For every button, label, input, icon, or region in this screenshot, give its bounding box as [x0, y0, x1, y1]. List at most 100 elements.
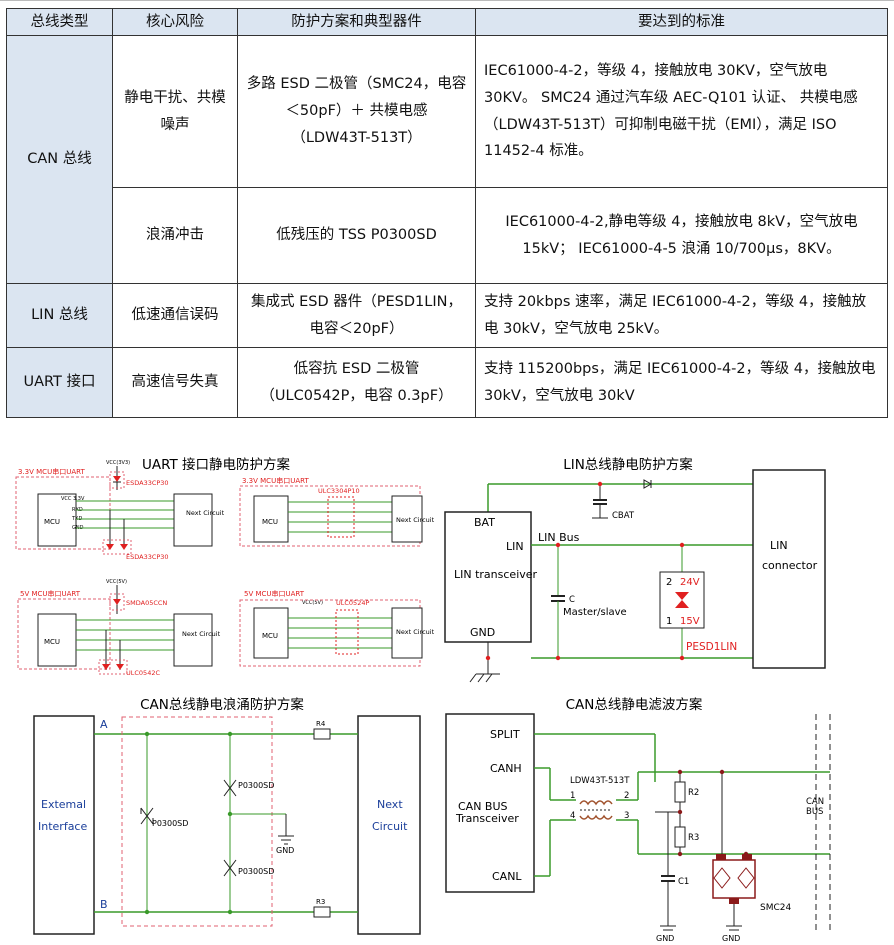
lin-pin-lin: LIN	[506, 540, 524, 553]
can-filter-r3: R3	[688, 833, 699, 843]
uart3-vcc: VCC(5V)	[106, 579, 127, 585]
can-filter-gnd1: GND	[656, 934, 674, 943]
uart-block-3: 5V MCU串口UART VCC(5V) SMDA05CCN MCU ULC05…	[17, 579, 221, 677]
cell-standard: 支持 115200bps，满足 IEC61000-4-2，等级 4，接触放电 3…	[475, 347, 888, 418]
can-surge-gnd: GND	[276, 846, 294, 855]
uart-block-4: 5V MCU串口UART VCC(5V) ULC0524P MCU Next C…	[239, 590, 435, 667]
can-surge-title: CAN总线静电浪涌防护方案	[140, 696, 304, 713]
lin-tvs-15v: 15V	[680, 616, 700, 627]
uart4-next: Next Circuit	[396, 628, 435, 636]
table-row: LIN 总线 低速通信误码 集成式 ESD 器件（PESD1LIN，电容＜20p…	[6, 283, 888, 348]
uart3-next: Next Circuit	[182, 630, 221, 638]
header-risk: 核心风险	[112, 8, 238, 36]
can-filter-gnd2: GND	[722, 934, 740, 943]
can-filter-smc24: SMC24	[760, 903, 791, 913]
uart-block-2: 3.3V MCU串口UART ULC3304P10 MCU Next Circu…	[239, 477, 435, 547]
uart1-header: 3.3V MCU串口UART	[18, 468, 85, 476]
circuit-diagrams: UART 接口静电防护方案 3.3V MCU串口UART VCC(3V3) ES…	[15, 456, 831, 943]
can-filter-p3: 3	[624, 811, 629, 821]
cell-bus-type-can: CAN 总线	[6, 35, 113, 284]
uart1-part2: ESDA33CP30	[126, 553, 169, 561]
can-surge-r3: R3	[316, 898, 325, 906]
protection-table: 总线类型 核心风险 防护方案和典型器件 要达到的标准 CAN 总线 静电干扰、共…	[6, 8, 888, 418]
cell-solution: 集成式 ESD 器件（PESD1LIN，电容＜20pF）	[237, 283, 476, 348]
uart4-header: 5V MCU串口UART	[244, 590, 305, 598]
cell-standard: IEC61000-4-2,静电等级 4，接触放电 8kV，空气放电 15kV； …	[475, 187, 888, 284]
lin-transceiver-label: LIN transceiver	[454, 568, 538, 581]
cell-bus-type-uart: UART 接口	[6, 347, 113, 418]
can-filter-canh: CANH	[490, 762, 522, 775]
uart1-next: Next Circuit	[186, 509, 225, 517]
can-filter-canl: CANL	[492, 870, 522, 883]
uart3-header: 5V MCU串口UART	[20, 590, 81, 598]
lin-part: PESD1LIN	[686, 641, 737, 653]
uart2-mcu: MCU	[262, 518, 278, 526]
header-standard: 要达到的标准	[475, 8, 888, 36]
uart-diagram: UART 接口静电防护方案 3.3V MCU串口UART VCC(3V3) ES…	[15, 456, 435, 677]
header-solution: 防护方案和典型器件	[237, 8, 476, 36]
uart3-part1: SMDA05CCN	[126, 599, 167, 607]
table-header-row: 总线类型 核心风险 防护方案和典型器件 要达到的标准	[6, 8, 888, 36]
cell-risk: 静电干扰、共模噪声	[112, 35, 238, 188]
can-surge-external	[33, 715, 95, 935]
lin-diagram: LIN总线静电防护方案 CBAT BAT LIN LIN transceiver…	[444, 456, 826, 683]
uart3-frame	[17, 598, 111, 670]
lin-c-note: Master/slave	[563, 607, 627, 618]
table-row: UART 接口 高速信号失真 低容抗 ESD 二极管（ULC0542P，电容 0…	[6, 347, 888, 418]
can-filter-p1: 1	[570, 791, 575, 801]
lin-connector	[752, 469, 826, 669]
uart4-mcu: MCU	[262, 632, 278, 640]
can-surge-next	[357, 715, 421, 935]
cell-risk: 高速信号失真	[112, 347, 238, 418]
lin-title: LIN总线静电防护方案	[563, 456, 693, 473]
can-filter-choke: LDW43T-513T	[570, 776, 630, 786]
table-row: CAN 总线 静电干扰、共模噪声 多路 ESD 二极管（SMC24，电容＜50p…	[6, 35, 888, 284]
can-filter-title: CAN总线静电滤波方案	[566, 696, 703, 713]
lin-bus-label: LIN Bus	[538, 531, 580, 544]
uart3-mcu: MCU	[44, 638, 60, 646]
can-filter-p4: 4	[570, 811, 575, 821]
uart-block-1: 3.3V MCU串口UART VCC(3V3) ESDA33CP30 MCU V…	[15, 460, 225, 561]
can-filter-p2: 2	[624, 791, 629, 801]
cell-risk: 低速通信误码	[112, 283, 238, 348]
lin-tvs-24v: 24V	[680, 577, 700, 588]
can-filter-r2: R2	[688, 788, 699, 798]
cell-bus-type-lin: LIN 总线	[6, 283, 113, 348]
uart4-vcc: VCC(5V)	[302, 600, 323, 606]
can-surge-line-b: B	[100, 898, 108, 911]
can-filter-split: SPLIT	[490, 728, 520, 741]
can-surge-line-a: A	[100, 718, 108, 731]
lin-tvs-pin1: 1	[666, 616, 672, 627]
cell-solution: 低容抗 ESD 二极管（ULC0542P，电容 0.3pF）	[237, 347, 476, 418]
cell-standard: IEC61000-4-2，等级 4，接触放电 30KV，空气放电 30KV。 S…	[475, 35, 888, 188]
can-filter-c1: C1	[678, 877, 689, 887]
uart3-part2: ULC0542C	[126, 669, 160, 677]
uart1-vcc: VCC(3V3)	[106, 460, 130, 466]
uart-title: UART 接口静电防护方案	[142, 456, 291, 473]
uart1-mcu: MCU	[44, 518, 60, 526]
lin-cbat-label: CBAT	[612, 511, 635, 521]
can-filter-transceiver	[445, 713, 535, 893]
cell-risk: 浪涌冲击	[112, 187, 238, 284]
uart4-part: ULC0524P	[336, 599, 369, 607]
can-surge-protect-frame	[121, 716, 273, 927]
table-row: 浪涌冲击 低残压的 TSS P0300SD IEC61000-4-2,静电等级 …	[7, 187, 888, 284]
cell-solution: 低残压的 TSS P0300SD	[237, 187, 476, 284]
header-bus-type: 总线类型	[6, 8, 113, 36]
cell-solution: 多路 ESD 二极管（SMC24，电容＜50pF）＋ 共模电感（LDW43T-5…	[237, 35, 476, 188]
lin-pin-bat: BAT	[474, 516, 495, 529]
cell-standard: 支持 20kbps 速率，满足 IEC61000-4-2，等级 4，接触放电 3…	[475, 283, 888, 348]
lin-transceiver	[444, 511, 532, 643]
can-surge-tss1: P0300SD	[152, 819, 188, 828]
lin-tvs-pin2: 2	[666, 577, 672, 588]
uart2-part: ULC3304P10	[318, 487, 360, 495]
can-surge-r4: R4	[316, 720, 326, 728]
can-surge-tss3: P0300SD	[238, 867, 274, 876]
uart2-header: 3.3V MCU串口UART	[242, 477, 309, 485]
